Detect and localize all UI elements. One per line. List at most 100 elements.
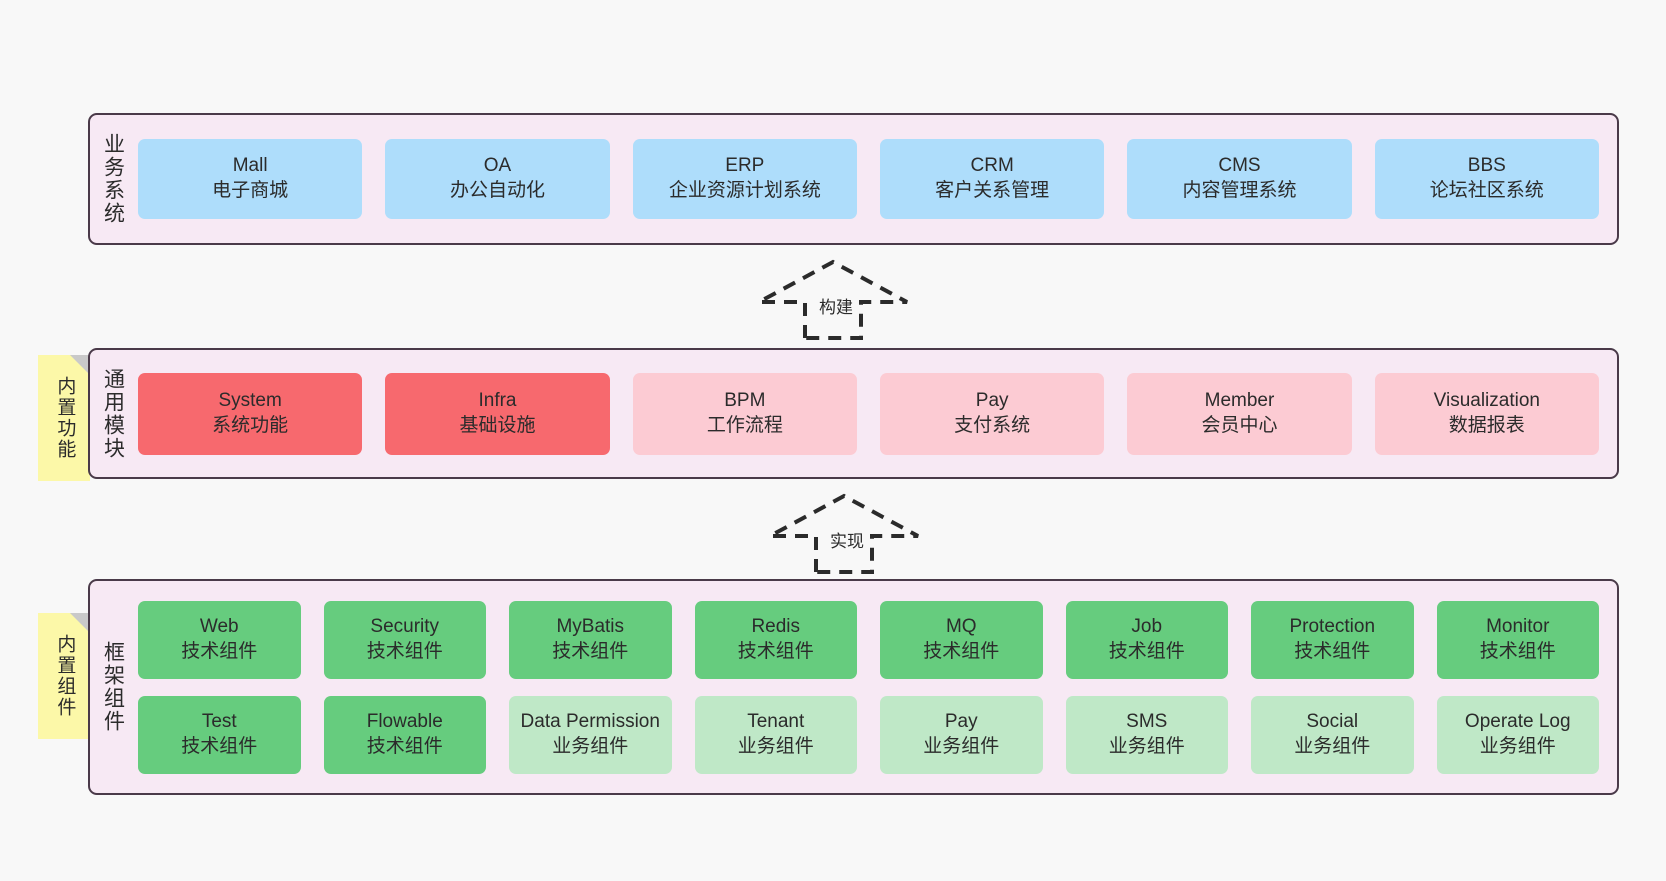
arrow-implement-shape — [769, 493, 919, 574]
common-card-member[interactable]: Member 会员中心 — [1127, 372, 1352, 455]
card-name: Data Permission — [520, 710, 660, 732]
business-card-erp[interactable]: ERP 企业资源计划系统 — [632, 139, 857, 219]
framework-card-sms[interactable]: SMS 业务组件 — [1065, 695, 1228, 774]
card-desc: 论坛社区系统 — [1429, 180, 1544, 201]
card-name: Member — [1204, 389, 1275, 411]
note-label: 内置组件 — [54, 634, 76, 718]
common-card-pay[interactable]: Pay 支付系统 — [879, 372, 1105, 455]
card-desc: 业务组件 — [1294, 735, 1371, 757]
arrow-build-shape — [758, 259, 908, 340]
card-name: OA — [483, 155, 512, 177]
arrow-implement: 实现 — [768, 492, 920, 574]
framework-card-monitor[interactable]: Monitor 技术组件 — [1436, 600, 1599, 679]
card-name: Visualization — [1433, 389, 1540, 411]
framework-card-web[interactable]: Web 技术组件 — [138, 600, 301, 679]
business-card-crm[interactable]: CRM 客户关系管理 — [879, 139, 1105, 219]
card-name: Pay — [975, 389, 1009, 411]
common-card-visualization[interactable]: Visualization 数据报表 — [1374, 372, 1599, 455]
common-card-infra[interactable]: Infra 基础设施 — [385, 372, 610, 455]
layer-framework-component: 框架组件 Web 技术组件 Security 技术组件 MyBatis 技术组件… — [88, 579, 1619, 795]
card-desc: 技术组件 — [1108, 640, 1185, 662]
card-desc: 技术组件 — [181, 735, 258, 757]
framework-card-pay[interactable]: Pay 业务组件 — [880, 695, 1043, 774]
framework-row-tech: Web 技术组件 Security 技术组件 MyBatis 技术组件 Redi… — [138, 600, 1599, 679]
framework-card-mybatis[interactable]: MyBatis 技术组件 — [509, 600, 672, 679]
card-name: Web — [199, 615, 239, 637]
layer-framework-body: Web 技术组件 Security 技术组件 MyBatis 技术组件 Redi… — [134, 581, 1617, 793]
note-builtin-function: 内置功能 — [38, 355, 90, 481]
business-row: Mall 电子商城 OA 办公自动化 ERP 企业资源计划系统 CRM 客户关系… — [138, 139, 1599, 219]
business-card-oa[interactable]: OA 办公自动化 — [385, 139, 610, 219]
layer-common-module: 通用模块 System 系统功能 Infra 基础设施 BPM 工作流程 Pay… — [88, 348, 1619, 479]
note-fold-corner-icon — [70, 355, 90, 375]
framework-card-operate-log[interactable]: Operate Log 业务组件 — [1436, 695, 1599, 774]
card-desc: 技术组件 — [552, 640, 629, 662]
arrow-build-label: 构建 — [817, 293, 855, 318]
card-desc: 客户关系管理 — [935, 180, 1050, 201]
card-name: Redis — [751, 615, 801, 637]
arrow-implement-label: 实现 — [828, 527, 866, 552]
framework-card-flowable[interactable]: Flowable 技术组件 — [323, 695, 486, 774]
card-desc: 企业资源计划系统 — [668, 180, 821, 201]
common-card-system[interactable]: System 系统功能 — [138, 372, 363, 455]
card-name: Operate Log — [1464, 710, 1571, 732]
layer-business-title: 业务系统 — [101, 133, 125, 225]
business-card-cms[interactable]: CMS 内容管理系统 — [1127, 139, 1352, 219]
common-card-bpm[interactable]: BPM 工作流程 — [632, 372, 857, 455]
card-name: Pay — [944, 710, 978, 732]
card-desc: 业务组件 — [1108, 735, 1185, 757]
card-desc: 业务组件 — [737, 735, 814, 757]
framework-card-test[interactable]: Test 技术组件 — [138, 695, 301, 774]
framework-card-data-permission[interactable]: Data Permission 业务组件 — [509, 695, 672, 774]
card-name: BBS — [1467, 155, 1506, 177]
business-card-mall[interactable]: Mall 电子商城 — [138, 139, 363, 219]
card-desc: 支付系统 — [954, 414, 1031, 436]
card-desc: 业务组件 — [923, 735, 1000, 757]
card-name: Security — [370, 615, 440, 637]
framework-card-protection[interactable]: Protection 技术组件 — [1251, 600, 1414, 679]
framework-card-job[interactable]: Job 技术组件 — [1065, 600, 1228, 679]
layer-framework-title: 框架组件 — [101, 641, 125, 733]
card-name: SMS — [1126, 710, 1168, 732]
card-name: Monitor — [1486, 615, 1550, 637]
card-desc: 业务组件 — [552, 735, 629, 757]
card-name: Test — [201, 710, 237, 732]
card-desc: 工作流程 — [706, 414, 783, 436]
note-builtin-component: 内置组件 — [38, 613, 90, 739]
layer-business-system: 业务系统 Mall 电子商城 OA 办公自动化 ERP 企业资源计划系统 CRM… — [88, 113, 1619, 245]
card-desc: 技术组件 — [737, 640, 814, 662]
arrow-build: 构建 — [757, 258, 909, 340]
card-name: System — [218, 389, 282, 411]
layer-business-body: Mall 电子商城 OA 办公自动化 ERP 企业资源计划系统 CRM 客户关系… — [134, 115, 1617, 243]
card-desc: 技术组件 — [1294, 640, 1371, 662]
card-name: MyBatis — [556, 615, 625, 637]
card-name: Social — [1306, 710, 1359, 732]
business-card-bbs[interactable]: BBS 论坛社区系统 — [1374, 139, 1599, 219]
card-desc: 技术组件 — [366, 640, 443, 662]
card-desc: 数据报表 — [1448, 414, 1525, 436]
card-name: Infra — [478, 389, 517, 411]
card-desc: 业务组件 — [1479, 735, 1556, 757]
card-desc: 技术组件 — [923, 640, 1000, 662]
card-desc: 办公自动化 — [449, 180, 545, 201]
card-name: Mall — [232, 155, 268, 177]
card-name: Tenant — [747, 710, 805, 732]
framework-card-mq[interactable]: MQ 技术组件 — [880, 600, 1043, 679]
card-name: Job — [1131, 615, 1163, 637]
framework-card-social[interactable]: Social 业务组件 — [1251, 695, 1414, 774]
card-name: Flowable — [366, 710, 443, 732]
card-desc: 技术组件 — [366, 735, 443, 757]
card-desc: 技术组件 — [181, 640, 258, 662]
common-row: System 系统功能 Infra 基础设施 BPM 工作流程 Pay 支付系统… — [138, 372, 1599, 455]
framework-card-tenant[interactable]: Tenant 业务组件 — [694, 695, 857, 774]
card-name: CMS — [1218, 155, 1261, 177]
framework-row-business: Test 技术组件 Flowable 技术组件 Data Permission … — [138, 695, 1599, 774]
card-desc: 基础设施 — [459, 414, 536, 436]
framework-card-security[interactable]: Security 技术组件 — [323, 600, 486, 679]
layer-common-body: System 系统功能 Infra 基础设施 BPM 工作流程 Pay 支付系统… — [134, 350, 1617, 477]
card-name: Protection — [1289, 615, 1376, 637]
framework-card-redis[interactable]: Redis 技术组件 — [694, 600, 857, 679]
card-desc: 内容管理系统 — [1182, 180, 1297, 201]
note-label: 内置功能 — [54, 376, 76, 460]
